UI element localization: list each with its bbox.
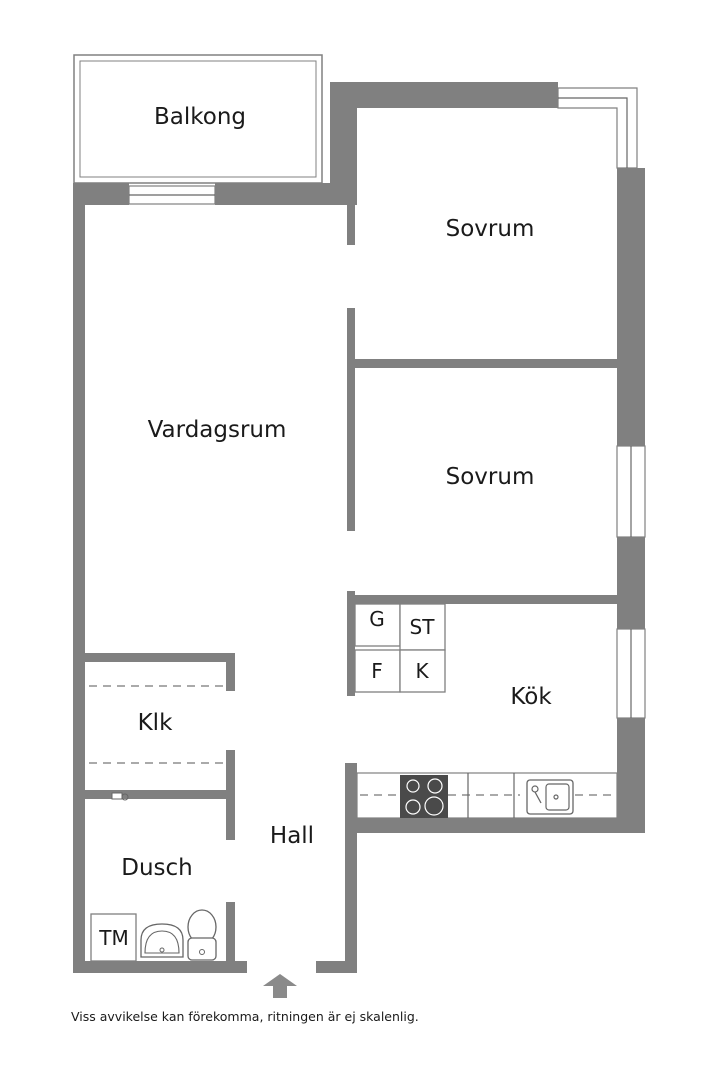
entrance-arrow-icon [263, 974, 297, 998]
tm-box [90, 913, 137, 962]
washbasin-icon [140, 923, 184, 958]
appliance-label-f: F [371, 659, 383, 683]
outer-walls [73, 82, 645, 973]
appliance-label-k: K [415, 659, 429, 683]
room-label-balkong: Balkong [154, 104, 246, 130]
room-label-hall: Hall [270, 823, 314, 849]
balcony [73, 54, 323, 184]
windows [128, 87, 646, 719]
stove-icon [400, 775, 448, 818]
appliance-label-tm: TM [98, 926, 128, 950]
room-label-vardagsrum: Vardagsrum [148, 417, 287, 443]
appliance-label-g: G [369, 607, 385, 631]
toilet-icon [187, 909, 217, 961]
room-label-sovrum-2: Sovrum [446, 464, 535, 490]
kitchen-counter [356, 772, 618, 819]
appliance-label-st: ST [410, 615, 436, 639]
room-label-dusch: Dusch [121, 855, 193, 881]
sink-icon [526, 779, 574, 815]
disclaimer-text: Viss avvikelse kan förekomma, ritningen … [71, 1009, 419, 1024]
room-label-sovrum-1: Sovrum [446, 216, 535, 242]
shower-head-icon [111, 792, 129, 801]
appliance-boxes [354, 603, 446, 693]
room-label-klk: Klk [138, 710, 173, 736]
closet-shelves [89, 685, 226, 764]
room-label-kok: Kök [510, 684, 552, 710]
interior-walls [85, 205, 617, 964]
